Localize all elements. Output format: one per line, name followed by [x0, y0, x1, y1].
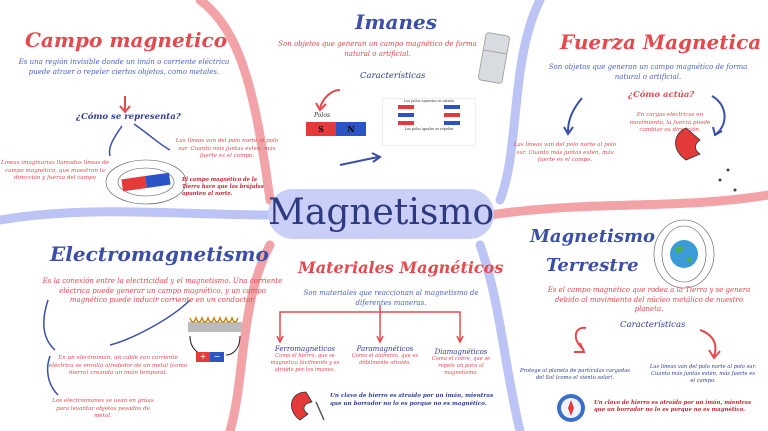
- terrestre-definition: Es el campo magnético que rodea a la Tie…: [547, 286, 751, 313]
- materiales-definition: Son materiales que reaccionan al magneti…: [303, 289, 479, 307]
- center-node: [268, 189, 494, 239]
- material-desc: Como el aluminio, que es débilmente atra…: [351, 353, 419, 366]
- terrestre-title-line1: Magnetismo: [530, 226, 656, 247]
- fuerza-title: Fuerza Magnetica: [560, 30, 762, 54]
- materiales-example: Un clavo de hierro es atraído por un imá…: [330, 393, 494, 407]
- pole-s: S: [306, 122, 336, 136]
- materiales-title: Materiales Magnéticos: [298, 258, 504, 277]
- imanes-title: Imanes: [355, 10, 438, 34]
- pole-n: N: [336, 122, 366, 136]
- imanes-features-label: Características: [360, 71, 426, 81]
- campo-title: Campo magnetico: [25, 28, 228, 52]
- material-desc: Como el cobre, que se repele un poco al …: [431, 356, 491, 376]
- campo-definition: Es una región invisible donde un imán o …: [18, 58, 230, 76]
- fuerza-left-note: Las líneas van del polo norte al polo su…: [513, 142, 617, 163]
- material-type-2: Diamagnéticos Como el cobre, que se repe…: [426, 348, 496, 377]
- material-name: Diamagnéticos: [434, 348, 488, 356]
- battery-minus: −: [210, 352, 224, 362]
- electro-note1: En un electroimán, un cable con corrient…: [48, 355, 188, 376]
- fuerza-right-note: En cargas eléctricas en movimiento, la f…: [629, 112, 711, 133]
- imanes-poles-diagram: Los polos opuestos se atraen Los polos i…: [382, 98, 476, 146]
- imanes-definition: Son objetos que generan un campo magnéti…: [278, 40, 477, 58]
- electro-definition: Es la conexión entre la electricidad y e…: [42, 277, 283, 304]
- fuerza-definition: Son objetos que generan un campo magnéti…: [548, 63, 748, 81]
- electro-note2: Los electroimanes se usan en grúas para …: [52, 398, 154, 419]
- battery-plus: +: [196, 352, 210, 362]
- campo-left-note: Líneas imaginarias llamadas líneas de ca…: [0, 160, 110, 181]
- attract-label: Los polos opuestos se atraen: [404, 99, 454, 103]
- material-desc: Como el hierro, que se magnetiza fácilme…: [270, 353, 340, 373]
- campo-red-note: El campo magnético de la Tierra hace que…: [182, 177, 264, 197]
- material-type-0: Ferromagnéticos Como el hierro, que se m…: [270, 345, 340, 374]
- imanes-polos-label: Polos: [314, 112, 331, 119]
- material-name: Paramagnéticos: [356, 345, 414, 353]
- electro-title: Electromagnetismo: [50, 242, 269, 266]
- material-name: Ferromagnéticos: [274, 345, 336, 353]
- terrestre-title-line2: Terrestre: [546, 255, 639, 276]
- terrestre-features-label: Características: [620, 320, 686, 330]
- repel-label: Los polos iguales se repelen: [404, 127, 454, 131]
- campo-question: ¿Cómo se representa?: [76, 112, 181, 122]
- terrestre-right-note: Las líneas van del polo norte al polo su…: [649, 364, 757, 384]
- center-title: Magnetismo: [268, 192, 495, 233]
- material-type-1: Paramagnéticos Como el aluminio, que es …: [350, 345, 420, 367]
- terrestre-compass-note: Un clavo de hierro es atraído por un imá…: [594, 400, 752, 413]
- terrestre-left-note: Protege al planeta de partículas cargada…: [520, 368, 630, 381]
- campo-right-note: Las líneas van del polo norte al polo su…: [175, 138, 279, 159]
- fuerza-question: ¿Cómo actúa?: [628, 90, 695, 100]
